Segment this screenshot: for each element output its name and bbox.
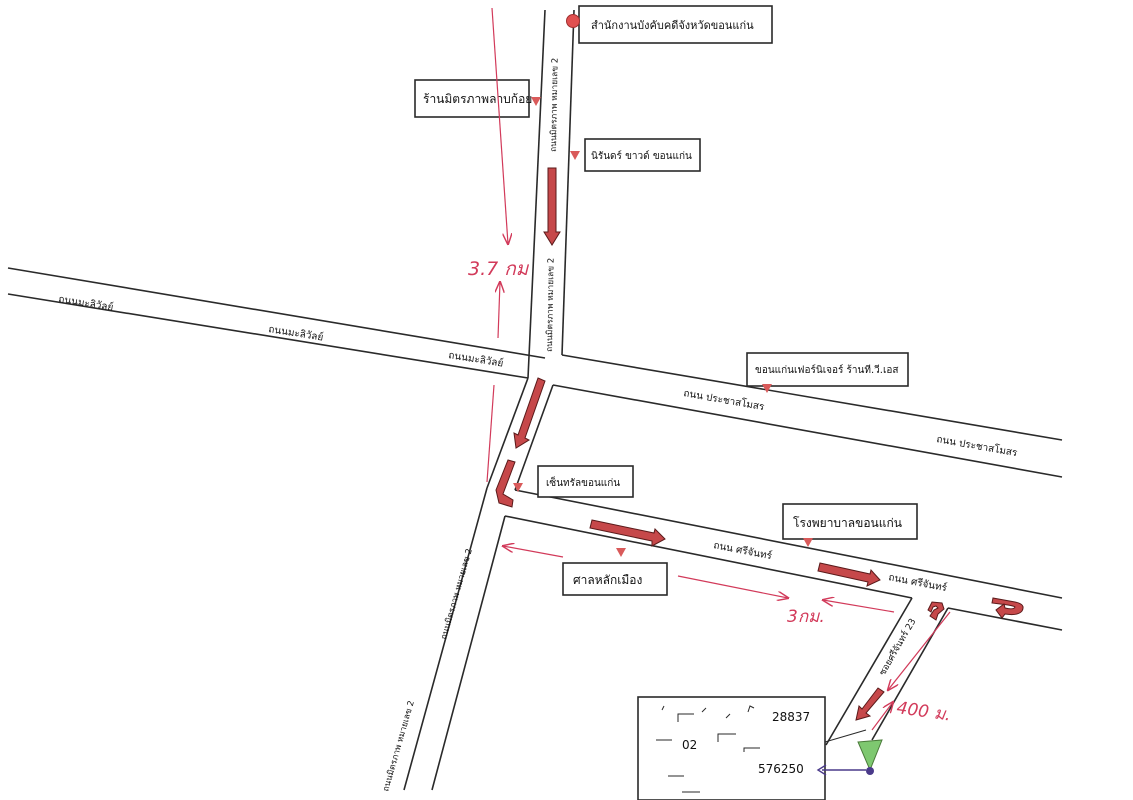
- landmark-hospital: โรงพยาบาลขอนแก่น: [782, 503, 918, 540]
- redacted-marks: [656, 705, 760, 793]
- srichan-road-south-edge-east: [947, 607, 1063, 631]
- landmark-furniture-shop: ขอนแก่นเฟอร์นิเจอร์ ร้านที.วี.เอส: [746, 352, 909, 387]
- route-arrow-icon: [543, 167, 561, 246]
- u-turn-arrow-icon: [927, 601, 945, 621]
- info-line-2: 02: [682, 738, 697, 752]
- distance-label-east: 3กม.: [787, 607, 825, 627]
- distance-line-to-intersection: [486, 384, 495, 483]
- soi-srichan-west-edge: [825, 597, 913, 746]
- distance-line-north-down: [491, 7, 508, 244]
- distance-label-north: 3.7 กม: [468, 258, 530, 280]
- srichan-road-south-edge: [504, 515, 913, 599]
- landmark-label: ร้านมิตรภาพลาบก้อย: [423, 92, 532, 106]
- marker-triangle-icon: [616, 548, 626, 557]
- maliwan-road-south-edge: [7, 293, 529, 379]
- distance-label-soi: 400 ม.: [895, 698, 952, 725]
- marker-triangle-icon: [570, 151, 580, 160]
- distance-line-east-back: [823, 600, 895, 613]
- marker-triangle-icon: [531, 97, 541, 106]
- marker-triangle-icon: [803, 538, 813, 547]
- landmark-label: นิรันดร์ ขาวด์ ขอนแก่น: [591, 150, 692, 162]
- landmark-central: เซ็นทรัลขอนแก่น: [537, 465, 634, 498]
- route-arrow-icon: [589, 519, 666, 547]
- landmark-label: ศาลหลักเมือง: [573, 573, 642, 587]
- distance-line-west: [503, 546, 564, 558]
- road-label-mittraphap-north-1: ถนนมิตรภาพ หมายเลข 2: [549, 58, 561, 152]
- road-label-mittraphap-north-2: ถนนมิตรภาพ หมายเลข 2: [545, 258, 557, 352]
- u-turn-arrow-icon: [991, 597, 1024, 619]
- marker-triangle-icon: [762, 384, 772, 393]
- mittraphap-road-east-edge-south: [431, 515, 506, 791]
- mittraphap-road-west-edge-mid: [486, 377, 529, 489]
- landmark-label: สำนักงานบังคับคดีจังหวัดขอนแก่น: [591, 19, 754, 32]
- distance-annotations: [486, 7, 951, 731]
- distance-line-north-up: [498, 282, 500, 339]
- distance-line-soi-up: [871, 702, 893, 731]
- info-line-1: 28837: [772, 710, 810, 724]
- route-arrow-icon: [495, 459, 516, 508]
- destination-info-box: 28837 02 576250: [637, 696, 867, 800]
- distance-line-east: [677, 575, 788, 598]
- distance-labels: 3.7 กม 3กม. 400 ม.: [468, 258, 952, 726]
- road-label-prachasamosorn-1: ถนน ประชาสโมสร: [682, 386, 766, 413]
- landmark-label: โรงพยาบาลขอนแก่น: [793, 516, 902, 530]
- destination-pin-icon: [816, 739, 883, 776]
- landmark-city-pillar: ศาลหลักเมือง: [562, 562, 668, 596]
- destination-pointer-line: [824, 729, 867, 743]
- landmark-mittraphap-shop: ร้านมิตรภาพลาบก้อย: [414, 79, 532, 118]
- mittraphap-road-east-edge-north: [561, 9, 575, 356]
- road-network: [7, 9, 1063, 791]
- mittraphap-road-east-edge-mid: [514, 384, 554, 491]
- srichan-road-north-edge: [514, 489, 1063, 599]
- info-line-3: 576250: [758, 762, 804, 776]
- route-arrow-icon: [817, 562, 881, 587]
- road-label-prachasamosorn-2: ถนน ประชาสโมสร: [935, 432, 1019, 459]
- road-label-mittraphap-south-1: ถนนมิตรภาพ หมายเลข 2: [439, 548, 475, 641]
- distance-line-soi-down: [888, 611, 951, 690]
- route-arrows: [495, 167, 1024, 721]
- route-arrow-icon: [513, 377, 546, 449]
- mittraphap-road-west-edge-north: [527, 9, 546, 379]
- landmark-label: ขอนแก่นเฟอร์นิเจอร์ ร้านที.วี.เอส: [755, 364, 898, 376]
- start-marker-icon: [566, 14, 580, 28]
- landmark-boxes: สำนักงานบังคับคดีจังหวัดขอนแก่น ร้านมิตร…: [414, 5, 918, 596]
- mittraphap-road-west-edge-south: [403, 487, 488, 791]
- maliwan-road-north-edge: [7, 267, 546, 359]
- marker-triangle-icon: [513, 483, 523, 492]
- landmark-markers: [513, 14, 813, 557]
- road-label-maliwan-1: ถนนมะลิวัลย์: [58, 293, 115, 314]
- road-label-mittraphap-south-2: ถนนมิตรภาพ หมายเลข 2: [381, 700, 417, 793]
- landmark-label: เซ็นทรัลขอนแก่น: [546, 475, 620, 489]
- prachasamosorn-road-north-edge: [561, 354, 1063, 441]
- landmark-provincial-office: สำนักงานบังคับคดีจังหวัดขอนแก่น: [578, 5, 773, 44]
- landmark-niran-grand: นิรันดร์ ขาวด์ ขอนแก่น: [584, 138, 701, 172]
- route-arrow-icon: [855, 687, 885, 721]
- prachasamosorn-road-south-edge: [552, 384, 1063, 478]
- road-label-srichan-2: ถนน ศรีจันทร์: [887, 571, 948, 594]
